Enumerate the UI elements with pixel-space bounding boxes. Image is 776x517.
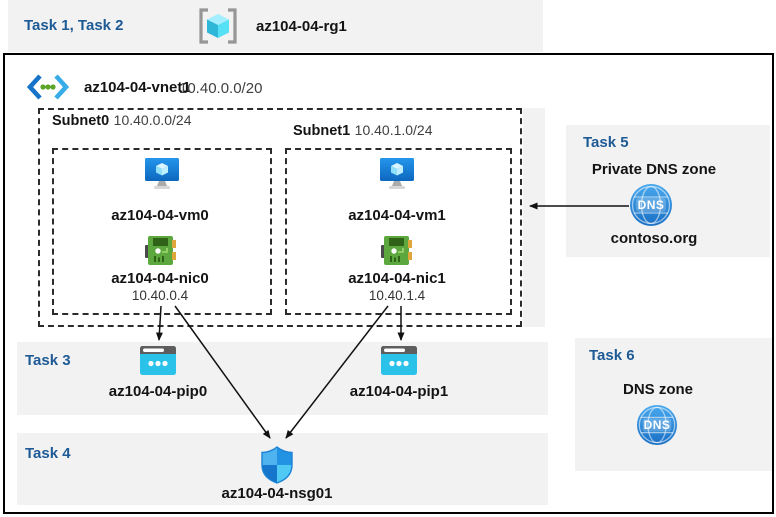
subnet0-label: Subnet0 10.40.0.0/24 (52, 112, 192, 130)
nic1-icon (381, 234, 412, 267)
nic1-name: az104-04-nic1 (348, 270, 446, 287)
subnet-right-strip (523, 108, 545, 327)
task5-label: Task 5 (583, 134, 629, 151)
resource-group-band: Task 1, Task 2 az104-04-rg1 (8, 0, 543, 52)
nsg-name: az104-04-nsg01 (221, 485, 333, 502)
nsg-icon (260, 446, 294, 484)
dns-zone-icon-text: DNS (643, 418, 671, 432)
subnet1-name: Subnet1 (293, 123, 351, 139)
task3-label: Task 3 (25, 352, 71, 369)
resource-group-icon (197, 7, 239, 45)
vm1-name: az104-04-vm1 (348, 207, 446, 224)
private-dns-icon-text: DNS (637, 198, 665, 212)
subnet1-cidr: 10.40.1.0/24 (354, 122, 433, 138)
vnet-name: az104-04-vnet1 (84, 79, 191, 96)
subnet0-name: Subnet0 (52, 113, 110, 129)
nic0-name: az104-04-nic0 (111, 270, 209, 287)
vm1-icon (379, 158, 415, 192)
resource-group-name: az104-04-rg1 (256, 18, 347, 35)
private-dns-zone-title: Private DNS zone (591, 161, 717, 178)
task3-band: Task 3 (17, 342, 548, 415)
task6-box: Task 6 DNS zone DNS (575, 338, 772, 471)
dns-zone-icon: DNS (636, 404, 678, 446)
private-dns-zone-name: contoso.org (610, 230, 698, 247)
dns-zone-title: DNS zone (622, 381, 693, 398)
nic0-icon (145, 234, 176, 267)
vm0-name: az104-04-vm0 (111, 207, 209, 224)
task4-label: Task 4 (25, 445, 71, 462)
task-1-2-label: Task 1, Task 2 (24, 17, 124, 34)
pip0-icon (140, 346, 176, 376)
pip1-icon (381, 346, 417, 376)
task6-label: Task 6 (589, 347, 635, 364)
task5-box: Task 5 Private DNS zone DNS contoso.org (566, 125, 770, 257)
subnet1-label: Subnet1 10.40.1.0/24 (293, 122, 433, 140)
nic1-ip: 10.40.1.4 (368, 288, 426, 303)
nic0-ip: 10.40.0.4 (131, 288, 189, 303)
pip1-name: az104-04-pip1 (349, 383, 449, 400)
virtual-network-icon (26, 73, 70, 101)
subnet0-cidr: 10.40.0.0/24 (113, 112, 192, 128)
private-dns-icon: DNS (629, 183, 673, 227)
vm0-icon (144, 158, 180, 192)
vnet-cidr: 10.40.0.0/20 (179, 80, 263, 97)
subnet1-box (285, 148, 512, 315)
pip0-name: az104-04-pip0 (108, 383, 208, 400)
